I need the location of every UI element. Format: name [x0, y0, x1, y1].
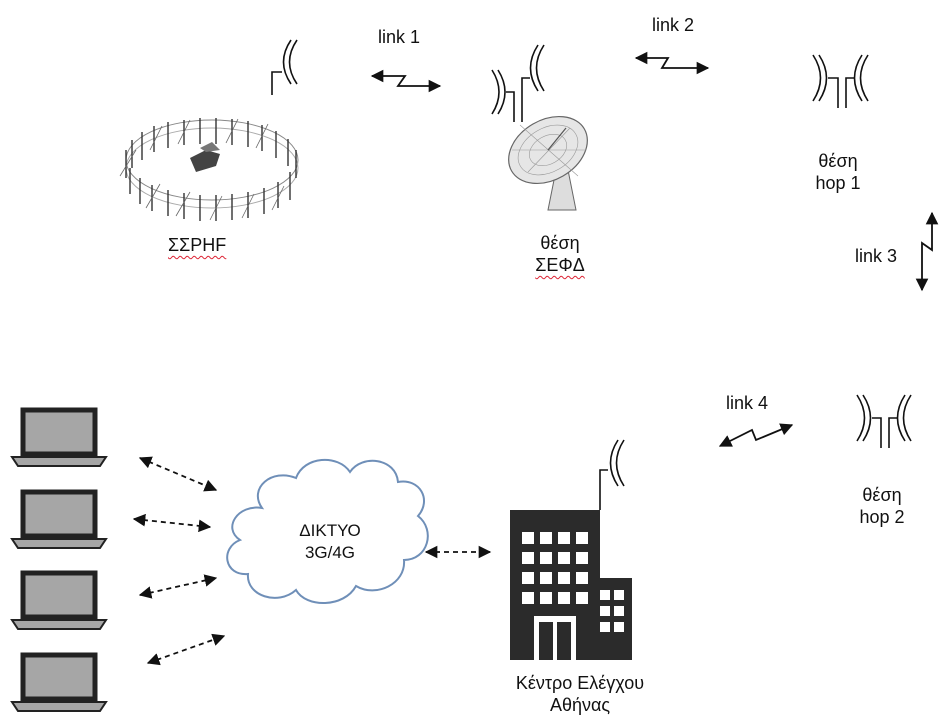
zigzag-link-4-icon: [718, 423, 794, 447]
laptop4-link: [146, 633, 226, 666]
control-center-line2: Αθήνας: [549, 695, 611, 715]
laptop-icon: [10, 652, 108, 712]
hop2-line1: θέση: [862, 485, 902, 505]
link-2-label: link 2: [652, 15, 695, 35]
hop1-label: θέση hop 1: [798, 150, 878, 194]
control-center-line1: Κέντρο Ελέγχου: [515, 673, 645, 693]
dashed-connections: [132, 456, 492, 666]
link-1-label: link 1: [378, 27, 421, 47]
hop2-label: θέση hop 2: [842, 484, 922, 528]
sefd-line2: ΣΕΦΔ: [535, 255, 585, 275]
link-3-label: link 3: [855, 246, 898, 266]
hop1-line1: θέση: [818, 151, 858, 171]
satellite-dish-icon: [508, 115, 588, 211]
laptop3-link: [138, 574, 218, 599]
cloud-icon: [226, 458, 429, 604]
network-line2: 3G/4G: [304, 543, 356, 562]
ssphf-label: ΣΣΡΗF: [168, 234, 226, 256]
hop1-line2: hop 1: [815, 173, 861, 193]
zigzag-link-1-icon: [370, 69, 442, 93]
network-label: ΔΙΚΤΥΟ 3G/4G: [280, 520, 380, 564]
zigzag-link-2-icon: [634, 51, 710, 75]
laptop-icon: [10, 489, 108, 549]
sefd-label: θέση ΣΕΦΔ: [520, 232, 600, 276]
network-line1: ΔΙΚΤΥΟ: [299, 521, 361, 540]
sefd-line1: θέση: [540, 233, 580, 253]
hop2-line2: hop 2: [859, 507, 905, 527]
dish-antenna-icon: [491, 44, 545, 122]
building-icon: [510, 510, 632, 660]
dish-antenna-icon: [856, 394, 912, 448]
laptop-icon: [10, 407, 108, 467]
dish-antenna-icon: [812, 54, 869, 108]
laptop-icon: [10, 570, 108, 630]
zigzag-link-3-icon: [915, 211, 939, 292]
radar-array-icon: [119, 118, 299, 221]
laptop2-link: [132, 513, 212, 533]
control-center-label: Κέντρο Ελέγχου Αθήνας: [490, 672, 670, 716]
ssphf-text: ΣΣΡΗF: [168, 235, 227, 255]
laptop1-link: [138, 456, 218, 492]
link-4-label: link 4: [726, 393, 769, 413]
dish-antenna-icon: [271, 39, 298, 95]
dish-antenna-icon: [599, 439, 625, 510]
